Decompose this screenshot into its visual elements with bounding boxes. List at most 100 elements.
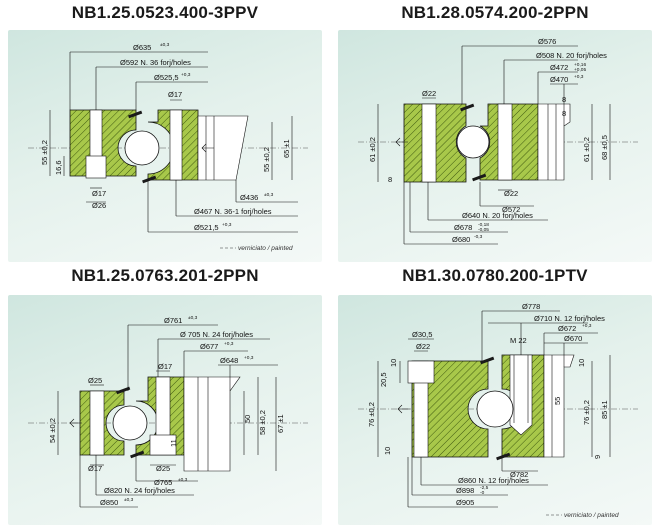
inner-ring-bolt-hole [169,109,183,181]
drawing-panel-2: Ø576 Ø508 N. 20 forj/holes Ø472 +0,16 +0… [338,30,652,262]
seal-top [128,110,143,119]
dim-d25-bottom: Ø25 [156,464,170,473]
dim-h76-left: 76 ±0,2 [367,402,376,427]
dim-d761: Ø761 [164,316,182,325]
dim-h85: 85 ±1 [600,400,609,419]
rolling-ball [112,405,148,441]
dim-d820: Ø820 N. 24 forj/holes [104,486,175,495]
threaded-hole [509,354,533,436]
dim-d22-top: Ø22 [422,89,436,98]
painted-legend-1: verniciato / painted [238,245,293,252]
dim-d592: Ø592 N. 36 forj/holes [120,58,191,67]
dim-h67: 67 ±1 [276,414,285,433]
inner-ring-bolt-hole [497,103,513,181]
dim-d898-tol-b: -0 [480,490,485,496]
outer-ring [411,360,489,458]
dim-d472: Ø472 [550,63,568,72]
dim-h65: 65 ±1 [282,139,291,158]
dim-d525-tol: +0,3 [181,72,191,78]
dim-d22-bottom: Ø22 [504,189,518,198]
dim-d850: Ø850 [100,498,118,507]
dim-9: 9 [593,455,602,459]
drawing-title-2: NB1.28.0574.200-2PPN [401,3,589,22]
outer-ring-bolt-hole [421,103,437,183]
dim-d521-tol: +0,3 [222,222,232,228]
dim-d670: Ø670 [564,334,582,343]
dim-d710: Ø710 N. 12 forj/holes [534,314,605,323]
drawing-panel-4: Ø778 Ø710 N. 12 forj/holes Ø672 +0,3 Ø67… [338,295,652,525]
seal-bottom [142,175,157,184]
dim-d765: Ø765 [154,478,172,487]
dim-d905: Ø905 [456,498,474,507]
dim-h16-6: 16,6 [54,160,63,175]
dim-d761-tol: ±0,3 [188,315,198,321]
dim-55: 55 [553,397,562,405]
dim-d436-tol: ±0,3 [264,192,274,198]
dim-d782: Ø782 [510,470,528,479]
dim-d640: Ø640 N. 20 forj/holes [462,211,533,220]
rolling-ball [456,125,490,159]
dim-d898: Ø898 [456,486,474,495]
dim-d508: Ø508 N. 20 forj/holes [536,51,607,60]
dim-d25-top: Ø25 [88,376,102,385]
inner-ring-bolt-hole [155,376,171,444]
dim-d470: Ø470 [550,75,568,84]
rolling-ball [124,130,160,166]
dim-d898-tol-a: -2,5 [480,485,489,491]
dim-10-bottom-left: 10 [383,447,392,455]
dim-d705: Ø 705 N. 24 forj/holes [180,330,253,339]
dim-d678-tol-a: -0,18 [478,222,489,228]
dim-h54: 54 ±0,2 [48,418,57,443]
dim-h76-right: 76 ±0,2 [582,400,591,425]
dim-h61-right: 61 ±0,2 [582,137,591,162]
dim-d860: Ø860 N. 12 forj/holes [458,476,529,485]
dim-m22: M 22 [510,336,527,345]
dim-d765-tol: ±0,3 [178,477,188,483]
dim-d17-bottom: Ø17 [88,464,102,473]
seal-bottom [130,450,145,459]
dim-d22: Ø22 [416,342,430,351]
dim-d436: Ø436 [240,193,258,202]
dim-d470-tol: +0,3 [574,74,584,80]
dim-h58: 58 ±0,2 [258,410,267,435]
gear-teeth [183,376,241,472]
dim-8-mid: 8 [562,109,566,118]
seal-top [480,356,495,365]
dim-d17-top: Ø17 [168,90,182,99]
seal-top [460,103,475,112]
dim-d30-5: Ø30,5 [412,330,432,339]
dim-d572: Ø572 [502,205,520,214]
dim-d26: Ø26 [92,201,106,210]
seal-bottom [472,173,487,182]
dim-h50: 50 [243,415,252,423]
dim-d576: Ø576 [538,37,556,46]
painted-legend-2: verniciato / painted [564,512,619,519]
dim-d635-tol: ±0,3 [160,42,170,48]
dim-10-top-left: 10 [389,359,398,367]
dim-d648-tol: +0,3 [244,355,254,361]
dim-11: 11 [169,439,178,447]
dim-8-left: 8 [388,175,392,184]
dim-d17-bottom: Ø17 [92,189,106,198]
dim-d680: Ø680 [452,235,470,244]
seal-top [116,386,131,395]
dim-d672-tol: +0,3 [582,323,592,329]
dim-d680-tol: -0,3 [474,234,483,240]
dim-d635: Ø635 [133,43,151,52]
gear-teeth [543,354,575,458]
dim-h61-left: 61 ±0,2 [368,137,377,162]
drawing-panel-1: Ø635 ±0,3 Ø592 N. 36 forj/holes Ø525,5 +… [8,30,322,262]
dim-d648: Ø648 [220,356,238,365]
drawing-title-1: NB1.25.0523.400-3PPV [71,3,259,22]
dim-d472-tol-a: +0,16 [574,62,586,68]
drawing-panel-3: Ø761 ±0,3 Ø 705 N. 24 forj/holes Ø677 +0… [8,295,322,525]
dim-d467: Ø467 N. 36-1 forj/holes [194,207,272,216]
dim-d672: Ø672 [558,324,576,333]
dim-d521: Ø521,5 [194,223,219,232]
outer-ring-bolt-hole [89,390,105,456]
dim-d525: Ø525,5 [154,73,179,82]
dim-d850-tol: ±0,3 [124,497,134,503]
drawing-title-4: NB1.30.0780.200-1PTV [402,266,588,285]
rolling-ball [476,390,514,428]
bearing-drawing-1: Ø635 ±0,3 Ø592 N. 36 forj/holes Ø525,5 +… [28,42,308,252]
